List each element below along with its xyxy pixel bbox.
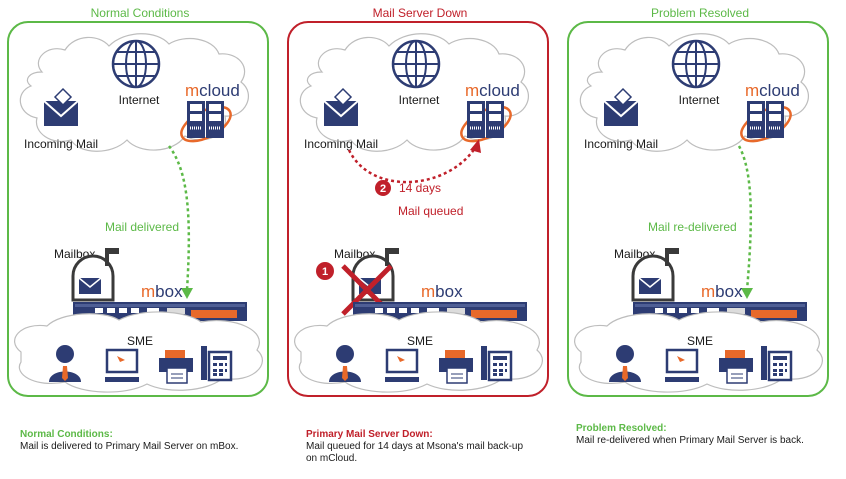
computer-icon <box>105 348 139 382</box>
mbox-logo: mbox <box>701 282 743 301</box>
phone-icon <box>761 346 793 382</box>
incoming-mail-label: Incoming Mail <box>304 137 378 151</box>
user-icon <box>329 345 361 382</box>
mbox-logo: mbox <box>141 282 183 301</box>
step-2-badge: 2 <box>375 180 391 196</box>
computer-icon <box>385 348 419 382</box>
mcloud-logo-prefix: m <box>745 81 759 100</box>
internet-label: Internet <box>679 93 720 107</box>
printer-icon <box>439 350 473 384</box>
caption-body: Mail queued for 14 days at Msona's mail … <box>306 441 524 464</box>
phone-icon <box>201 346 233 382</box>
mcloud-logo-prefix: m <box>185 81 199 100</box>
panel-title: Problem Resolved <box>651 6 749 20</box>
incoming-mail-icon <box>43 87 79 126</box>
caption-heading: Problem Resolved: <box>576 423 667 434</box>
panel-border <box>287 21 549 397</box>
incoming-mail-label: Incoming Mail <box>584 137 658 151</box>
step-1-badge: 1 <box>316 262 334 280</box>
internet-label: Internet <box>399 93 440 107</box>
mcloud-logo: mcloud <box>745 81 800 100</box>
arrow-label: Mail delivered <box>105 220 179 234</box>
panel-resolved-diagram: Problem Resolved Incoming Mail Internet … <box>567 6 829 397</box>
lan-cloud <box>14 311 263 393</box>
panel-border <box>7 21 269 397</box>
user-icon <box>49 345 81 382</box>
mcloud-logo: mcloud <box>465 81 520 100</box>
caption-body: Mail is delivered to Primary Mail Server… <box>20 441 239 452</box>
queue-arrowhead <box>470 139 481 153</box>
panel-title: Mail Server Down <box>373 6 468 20</box>
mcloud-logo-suffix: cloud <box>199 81 240 100</box>
user-icon <box>609 345 641 382</box>
sme-label: SME <box>687 334 713 348</box>
step-2-number: 2 <box>380 183 386 195</box>
mcloud-logo-prefix: m <box>465 81 479 100</box>
panel-border <box>567 21 829 397</box>
mailbox-icon <box>71 248 119 302</box>
sme-label: SME <box>127 334 153 348</box>
mbox-logo-suffix: box <box>715 282 743 301</box>
panel-normal: Normal Conditions Incoming Mail Internet… <box>7 0 273 400</box>
server-icon <box>740 101 792 143</box>
caption-normal: Normal Conditions: Mail is delivered to … <box>20 429 280 453</box>
queued-label: Mail queued <box>398 204 463 218</box>
incoming-mail-icon <box>603 87 639 126</box>
incoming-mail-icon <box>323 87 359 126</box>
computer-icon <box>665 348 699 382</box>
mbox-logo-prefix: m <box>701 282 715 301</box>
caption-down: Primary Mail Server Down: Mail queued fo… <box>306 429 524 465</box>
mbox-logo-prefix: m <box>421 282 435 301</box>
caption-resolved: Problem Resolved: Mail re-delivered when… <box>576 423 842 447</box>
delivery-arrowhead <box>181 288 193 299</box>
mcloud-logo-suffix: cloud <box>479 81 520 100</box>
delivery-arrow <box>167 145 191 291</box>
panel-down: Mail Server Down Incoming Mail Internet … <box>287 0 553 400</box>
internet-label: Internet <box>119 93 160 107</box>
panel-title: Normal Conditions <box>91 6 190 20</box>
lan-cloud <box>574 311 823 393</box>
server-icon <box>460 101 512 143</box>
caption-body: Mail re-delivered when Primary Mail Serv… <box>576 435 804 446</box>
mbox-logo-prefix: m <box>141 282 155 301</box>
mbox-logo-suffix: box <box>155 282 183 301</box>
caption-heading: Primary Mail Server Down: <box>306 429 433 440</box>
mailbox-icon <box>631 248 679 302</box>
server-icon <box>180 101 232 143</box>
sme-label: SME <box>407 334 433 348</box>
caption-heading: Normal Conditions: <box>20 429 113 440</box>
mbox-logo: mbox <box>421 282 463 301</box>
days-label: 14 days <box>399 181 441 195</box>
lan-cloud <box>294 311 543 393</box>
panel-down-diagram: Mail Server Down Incoming Mail Internet … <box>287 6 549 397</box>
phone-icon <box>481 346 513 382</box>
printer-icon <box>159 350 193 384</box>
queue-arrow <box>347 147 477 184</box>
mcloud-logo: mcloud <box>185 81 240 100</box>
globe-icon <box>391 39 441 89</box>
mbox-logo-suffix: box <box>435 282 463 301</box>
printer-icon <box>719 350 753 384</box>
arrow-label: Mail re-delivered <box>648 220 737 234</box>
incoming-mail-label: Incoming Mail <box>24 137 98 151</box>
globe-icon <box>671 39 721 89</box>
panel-normal-diagram: Normal Conditions Incoming Mail Internet… <box>7 6 269 397</box>
redelivery-arrowhead <box>741 288 753 299</box>
globe-icon <box>111 39 161 89</box>
panel-resolved: Problem Resolved Incoming Mail Internet … <box>567 0 833 400</box>
step-1-number: 1 <box>322 266 328 278</box>
redelivery-arrow <box>737 145 753 291</box>
mcloud-logo-suffix: cloud <box>759 81 800 100</box>
